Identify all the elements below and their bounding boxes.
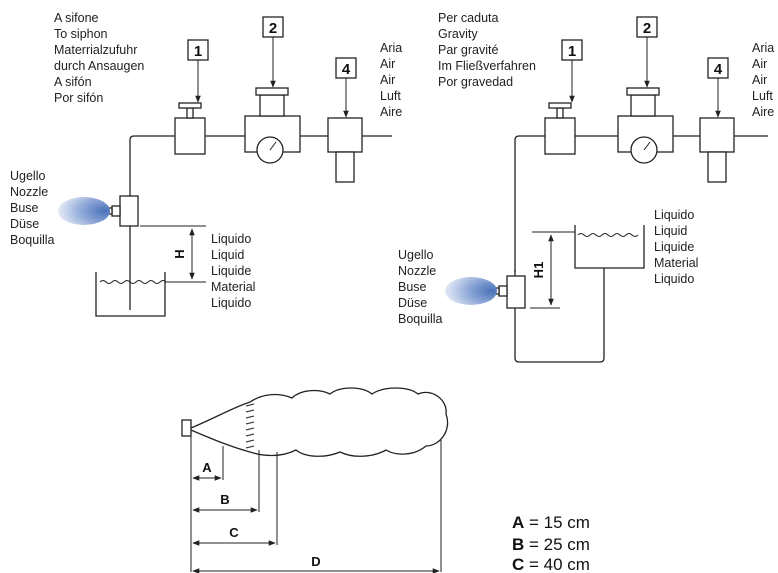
svg-text:C: C xyxy=(229,525,239,540)
legend-b: B = 25 cm xyxy=(512,535,590,554)
svg-text:1: 1 xyxy=(194,43,202,60)
gravity-height-dimension: H1 xyxy=(530,231,575,309)
svg-text:D: D xyxy=(311,554,320,569)
gravity-nozzle-label: Ugello Nozzle Buse Düse Boquilla xyxy=(398,248,443,326)
legend-a: A = 15 cm xyxy=(512,513,590,532)
siphon-air-pipe xyxy=(129,135,175,170)
gravity-box-2: 2 xyxy=(636,16,658,88)
spray-fan-outline xyxy=(190,387,449,457)
siphon-regulator xyxy=(244,87,301,164)
siphon-filter xyxy=(327,117,363,183)
siphon-liquid-container xyxy=(95,272,167,317)
spray-cloud-icon xyxy=(58,197,110,225)
siphon-height-dimension: H xyxy=(140,225,206,283)
siphon-air-label: Aria Air Air Luft Aire xyxy=(380,41,406,119)
svg-text:2: 2 xyxy=(643,20,651,37)
gravity-title: Per caduta Gravity Par gravité Im Fließv… xyxy=(438,11,539,89)
gravity-valve xyxy=(544,102,576,155)
siphon-box-1: 1 xyxy=(187,39,209,103)
gravity-liquid-label: Liquido Liquid Liquide Material Liquido xyxy=(654,208,702,286)
svg-text:1: 1 xyxy=(568,43,576,60)
siphon-box-4: 4 xyxy=(335,57,357,118)
svg-text:H1: H1 xyxy=(531,262,546,279)
gravity-air-pipe xyxy=(514,135,545,272)
gravity-box-4: 4 xyxy=(707,57,729,118)
spray-nozzle-icon xyxy=(181,419,192,437)
svg-text:4: 4 xyxy=(714,61,723,78)
svg-text:H: H xyxy=(172,249,187,258)
dimension-c: C xyxy=(192,525,276,546)
gravity-spray-gun xyxy=(445,270,526,309)
svg-text:4: 4 xyxy=(342,61,351,78)
siphon-nozzle-label: Ugello Nozzle Buse Düse Boquilla xyxy=(10,169,55,247)
spray-atomization-band xyxy=(245,403,255,449)
dimension-a: A xyxy=(192,460,222,481)
siphon-spray-gun xyxy=(58,170,139,310)
siphon-title: A sifone To siphon Materrialzufuhr durch… xyxy=(54,11,148,105)
dimension-d: D xyxy=(192,554,440,573)
svg-text:2: 2 xyxy=(269,20,277,37)
gravity-liquid-container xyxy=(574,225,645,269)
gravity-air-label: Aria Air Air Luft Aire xyxy=(752,41,778,119)
siphon-panel: A sifone To siphon Materrialzufuhr durch… xyxy=(10,11,406,317)
siphon-box-2: 2 xyxy=(262,16,284,88)
dimension-b: B xyxy=(192,492,258,513)
gravity-filter xyxy=(699,117,735,183)
siphon-liquid-label: Liquido Liquid Liquide Material Liquido xyxy=(211,232,259,310)
svg-text:A: A xyxy=(202,460,212,475)
gravity-box-1: 1 xyxy=(561,39,583,103)
siphon-valve xyxy=(174,102,206,155)
gravity-regulator xyxy=(617,87,674,164)
gravity-panel: Per caduta Gravity Par gravité Im Fließv… xyxy=(398,11,778,363)
legend-c: C = 40 cm xyxy=(512,555,590,573)
spray-cloud-icon xyxy=(445,277,497,305)
spray-pattern-panel: A B C D A = 15 cm B = 25 cm C = 40 cm xyxy=(181,387,590,573)
svg-text:B: B xyxy=(220,492,229,507)
gravity-fluid-pipe xyxy=(514,268,605,363)
